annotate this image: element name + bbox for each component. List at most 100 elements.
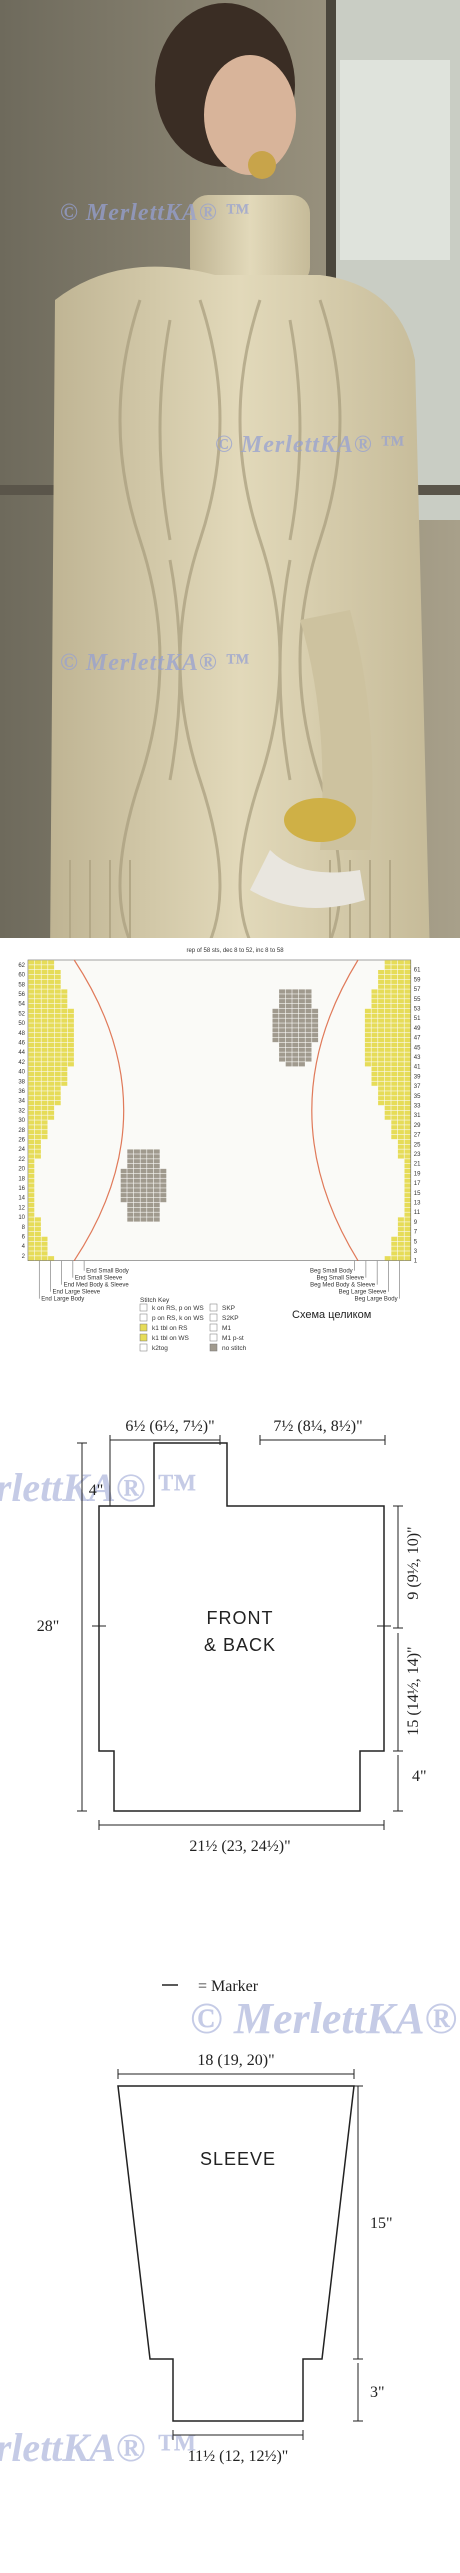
chart-cell xyxy=(378,1071,385,1077)
chart-cell xyxy=(54,1013,61,1018)
chart-cell xyxy=(48,1008,55,1014)
chart-cell xyxy=(397,1241,404,1246)
chart-cell xyxy=(48,1052,55,1057)
chart-cell xyxy=(127,1149,134,1154)
chart-cell xyxy=(147,1183,154,1188)
chart-cell xyxy=(272,1008,279,1014)
chart-cell xyxy=(127,1159,134,1164)
chart-cell xyxy=(140,1188,147,1193)
chart-cell xyxy=(28,1125,35,1130)
chart-cell xyxy=(391,984,398,989)
chart-cell xyxy=(384,994,391,999)
chart-cell xyxy=(391,1096,398,1101)
chart-cell xyxy=(61,1037,68,1043)
row-number-right: 23 xyxy=(414,1152,421,1158)
chart-cell xyxy=(378,970,385,975)
chart-cell xyxy=(147,1164,154,1169)
chart-cell xyxy=(384,1057,391,1062)
chart-cell xyxy=(41,1042,48,1047)
chart-cell xyxy=(67,1033,74,1038)
chart-cell xyxy=(48,1110,55,1115)
chart-cell xyxy=(378,999,385,1004)
chart-cell xyxy=(41,1120,48,1125)
chart-cell xyxy=(364,1018,371,1023)
chart-cell xyxy=(133,1212,140,1217)
chart-cell xyxy=(404,994,411,999)
chart-cell xyxy=(279,1028,286,1033)
chart-header: rep of 58 sts, dec 8 to 52, inc 8 to 58 xyxy=(186,948,284,954)
chart-cell xyxy=(364,1042,371,1047)
chart-cell xyxy=(54,1033,61,1038)
row-number-left: 26 xyxy=(18,1137,25,1143)
row-number-right: 41 xyxy=(414,1065,421,1071)
chart-cell xyxy=(48,1062,55,1067)
chart-cell xyxy=(384,1067,391,1072)
chart-cell xyxy=(364,1052,371,1057)
chart-cell xyxy=(34,1037,41,1043)
chart-cell xyxy=(279,1033,286,1038)
chart-cell xyxy=(404,1091,411,1096)
chart-cell xyxy=(34,1096,41,1101)
end-label: End Large Body xyxy=(41,1297,84,1303)
chart-cell xyxy=(279,989,286,994)
chart-cell xyxy=(397,1251,404,1256)
chart-cell xyxy=(384,974,391,980)
chart-cell xyxy=(34,1231,41,1237)
chart-cell xyxy=(48,1028,55,1033)
chart-cell xyxy=(397,1086,404,1091)
chart-cell xyxy=(371,1052,378,1057)
chart-cell xyxy=(371,1033,378,1038)
beg-label: Beg Med Body & Sleeve xyxy=(310,1283,376,1289)
chart-cell xyxy=(285,1033,292,1038)
chart-cell xyxy=(147,1197,154,1203)
chart-cell xyxy=(272,1037,279,1043)
chart-cell xyxy=(364,1037,371,1043)
chart-cell xyxy=(28,974,35,980)
chart-cell xyxy=(41,1008,48,1014)
chart-cell xyxy=(34,1003,41,1009)
chart-cell xyxy=(140,1159,147,1164)
chart-cell xyxy=(397,1130,404,1135)
chart-cell xyxy=(397,1071,404,1077)
chart-cell xyxy=(41,960,48,965)
chart-cell xyxy=(127,1183,134,1188)
row-number-left: 24 xyxy=(18,1147,25,1153)
chart-cell xyxy=(153,1173,160,1178)
chart-cell xyxy=(397,1134,404,1140)
chart-cell xyxy=(133,1164,140,1169)
chart-cell xyxy=(404,1037,411,1043)
chart-cell xyxy=(41,974,48,980)
chart-cell xyxy=(285,1003,292,1009)
chart-cell xyxy=(54,1003,61,1009)
chart-cell xyxy=(61,1057,68,1062)
chart-cell xyxy=(28,1197,35,1203)
chart-cell xyxy=(160,1183,167,1188)
chart-cell xyxy=(384,1105,391,1111)
chart-cell xyxy=(61,1028,68,1033)
chart-cell xyxy=(391,1236,398,1241)
chart-cell xyxy=(298,1013,305,1018)
chart-cell xyxy=(397,1115,404,1120)
chart-cell xyxy=(404,1144,411,1149)
chart-cell xyxy=(384,1052,391,1057)
chart-cell xyxy=(54,994,61,999)
chart-cell xyxy=(305,1013,312,1018)
chart-cell xyxy=(28,1212,35,1217)
chart-cell xyxy=(384,1076,391,1081)
left-length-line xyxy=(77,1442,87,1812)
chart-cell xyxy=(371,1008,378,1014)
chart-cell xyxy=(404,1003,411,1009)
cuff-width-label: 11½ (12, 12½)" xyxy=(188,2448,289,2465)
chart-cell xyxy=(153,1159,160,1164)
chart-cell xyxy=(61,1008,68,1014)
chart-cell xyxy=(391,999,398,1004)
chart-cell xyxy=(391,1067,398,1072)
row-number-left: 40 xyxy=(18,1070,25,1076)
neck-width-label: 6½ (6½, 7½)" xyxy=(125,1418,214,1435)
chart-cell xyxy=(34,1091,41,1096)
chart-cell xyxy=(28,1251,35,1256)
chart-cell xyxy=(48,1071,55,1077)
armhole-depth-label: 9 (9½, 10)" xyxy=(405,1526,422,1599)
chart-cell xyxy=(384,960,391,965)
chart-cell xyxy=(404,1251,411,1256)
